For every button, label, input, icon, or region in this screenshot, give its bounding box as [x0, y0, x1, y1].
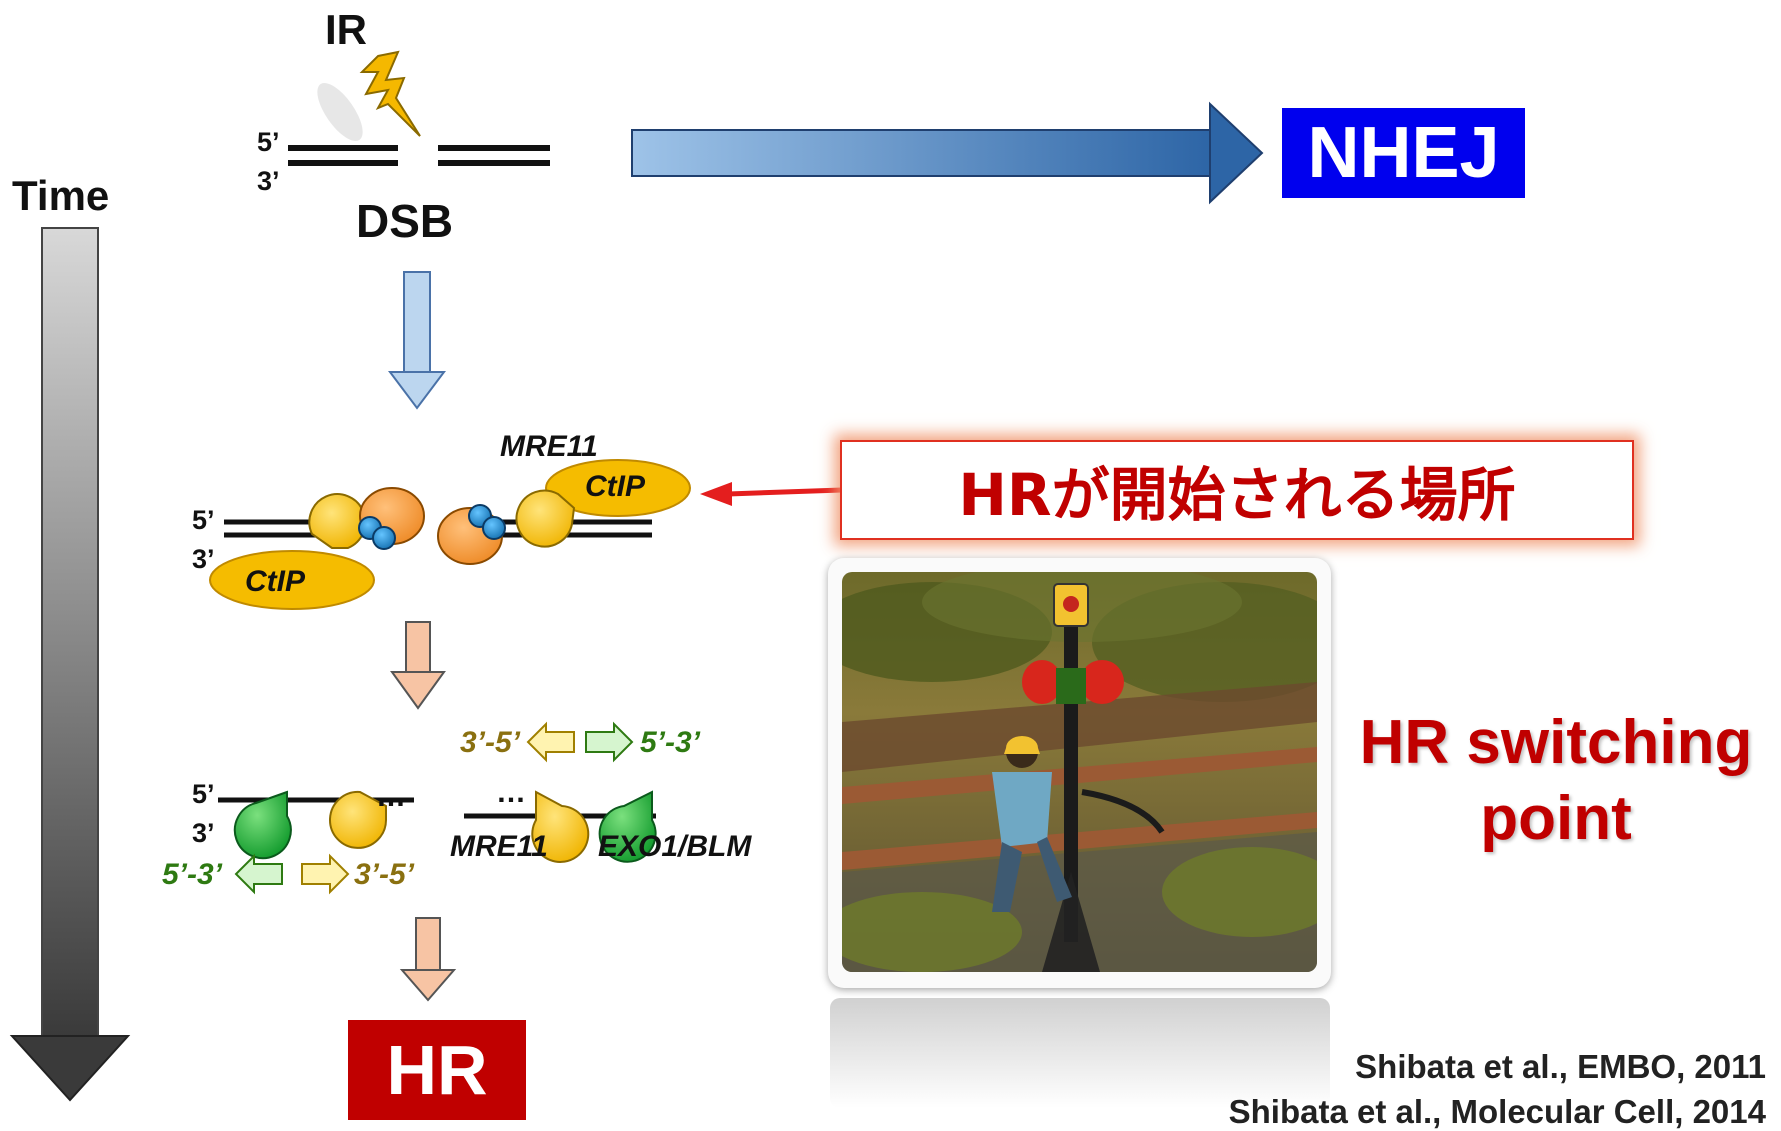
- hr-switching-point-label: HR switching point: [1336, 705, 1776, 857]
- ctip-label-left: CtIP: [245, 565, 305, 598]
- mrn-ctip-complex: [209, 459, 691, 610]
- hr-start-site-box: HRが開始される場所: [840, 440, 1634, 540]
- direction-5-3-label: 5’-3’: [640, 726, 701, 759]
- time-label: Time: [12, 172, 110, 219]
- red-pointer-arrow-icon: [700, 482, 843, 506]
- three-prime-label: 3’: [257, 166, 280, 196]
- nhej-box: NHEJ: [1282, 108, 1525, 198]
- photo-frame: [828, 558, 1331, 988]
- resection-complex: [218, 721, 657, 895]
- direction-5-3-label: 5’-3’: [162, 858, 223, 891]
- nhej-arrow-icon: [631, 101, 1264, 205]
- citation-2: Shibata et al., Molecular Cell, 2014: [1228, 1093, 1766, 1130]
- down-arrow-blue-icon: [388, 271, 446, 410]
- hr-switching-line1: HR switching: [1359, 708, 1753, 777]
- down-arrow-peach-icon: [399, 917, 457, 1002]
- citation-1: Shibata et al., EMBO, 2011: [1355, 1048, 1766, 1085]
- mre11-label: MRE11: [500, 430, 598, 463]
- hr-switching-line2: point: [1480, 784, 1632, 853]
- exo1-blm-label: EXO1/BLM: [598, 830, 752, 863]
- slide: IR DSB Time 5’ 3’ 5’ 3’ 5’ 3’ NHEJ MRE11…: [9, 6, 1776, 1130]
- dots-left: …: [376, 780, 406, 813]
- three-prime-label: 3’: [192, 544, 215, 574]
- five-prime-label: 5’: [192, 779, 215, 809]
- hr-box: HR: [348, 1020, 526, 1120]
- dsb-dna-strands: [288, 83, 550, 166]
- mre11-label-bottom: MRE11: [450, 830, 548, 863]
- dsb-label: DSB: [356, 195, 454, 247]
- dots-right: …: [496, 776, 526, 809]
- dsb-repair-diagram: [9, 50, 1264, 1102]
- down-arrow-peach-icon: [390, 621, 446, 710]
- photo-railway-signal: [842, 572, 1317, 972]
- direction-3-5-label: 3’-5’: [354, 858, 415, 891]
- lightning-bolt-icon: [359, 50, 421, 137]
- ctip-label-right: CtIP: [585, 470, 645, 503]
- time-arrow-icon: [9, 227, 131, 1102]
- three-prime-label: 3’: [192, 818, 215, 848]
- photo-reflection: [830, 998, 1330, 1108]
- five-prime-label: 5’: [192, 505, 215, 535]
- direction-3-5-label: 3’-5’: [460, 726, 521, 759]
- ir-label: IR: [325, 6, 367, 53]
- five-prime-label: 5’: [257, 127, 280, 157]
